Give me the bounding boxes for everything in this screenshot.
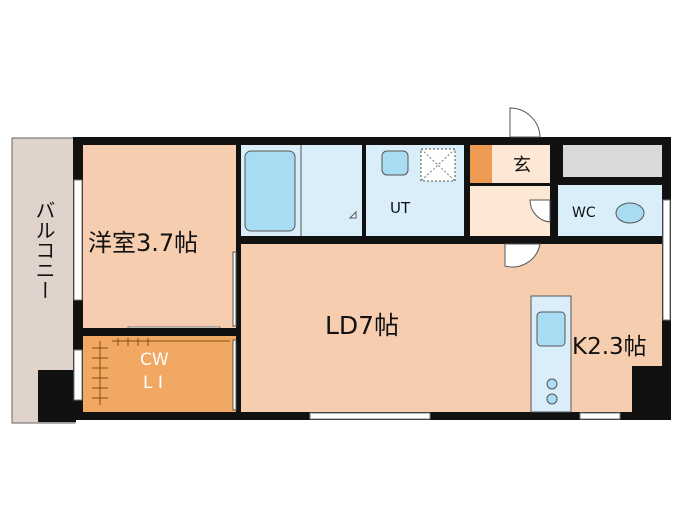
kitchen-label: K2.3帖 — [572, 334, 647, 360]
toilet-icon — [615, 202, 645, 224]
interior-wall — [464, 145, 470, 236]
western-room-floor — [83, 145, 236, 328]
balcony-drain — [38, 370, 76, 422]
bathtub-icon — [244, 150, 296, 232]
ld-label: LD7帖 — [325, 311, 399, 340]
washbasin-icon — [381, 150, 409, 176]
closet-label-line1: CW — [140, 350, 169, 370]
storage — [563, 145, 662, 177]
closet-label-line2: L I — [143, 373, 163, 393]
utility-label: UT — [390, 199, 411, 217]
sink-icon — [536, 311, 566, 347]
closet-floor — [83, 336, 236, 412]
interior-wall — [83, 328, 236, 336]
entrance-floor — [470, 145, 492, 183]
window — [73, 349, 83, 401]
window — [579, 412, 621, 420]
stove-icon — [546, 378, 558, 405]
genkan-floor — [492, 145, 550, 183]
door-icon — [232, 107, 551, 411]
toilet-floor — [558, 185, 662, 236]
interior-wall — [550, 145, 558, 236]
interior-wall — [558, 236, 662, 240]
entrance-label: 玄 — [513, 155, 531, 176]
toilet-label: WC — [572, 205, 596, 221]
ld-floor — [241, 244, 662, 412]
window — [309, 412, 431, 420]
window — [73, 179, 83, 301]
window — [662, 199, 671, 321]
interior-wall — [241, 236, 561, 244]
washing-machine-icon — [420, 148, 456, 182]
balcony-label: バルコニー — [32, 200, 56, 300]
closet-rail-icon — [92, 338, 230, 405]
interior-wall — [362, 145, 366, 236]
column — [632, 366, 662, 412]
interior-wall — [236, 145, 241, 412]
western-room-label: 洋室3.7帖 — [88, 229, 198, 257]
